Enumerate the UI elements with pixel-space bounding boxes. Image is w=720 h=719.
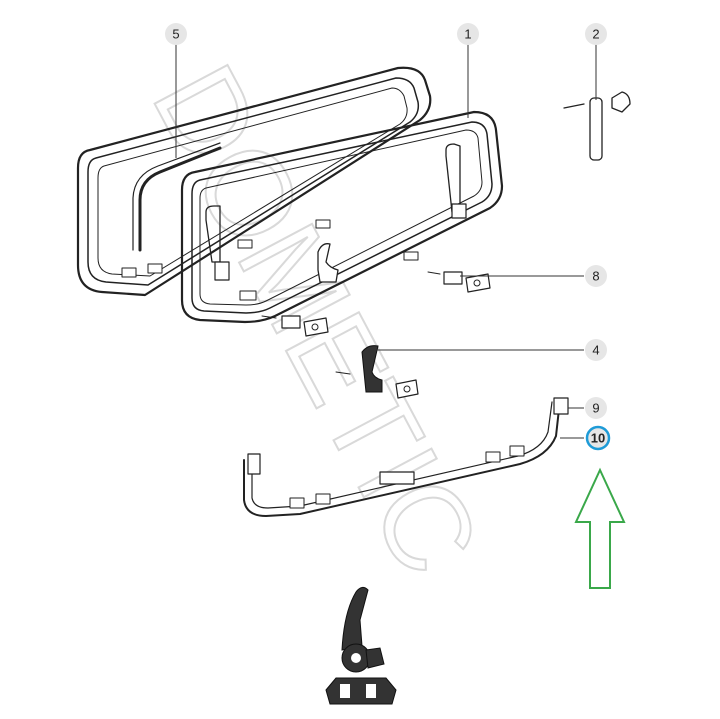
callout-4-label: 4 (592, 343, 599, 358)
callout-9-label: 9 (592, 401, 599, 416)
callout-8: 8 (585, 265, 607, 287)
callout-5-label: 5 (172, 27, 179, 42)
callout-4: 4 (585, 339, 607, 361)
callout-8-label: 8 (592, 269, 599, 284)
latch-detail (325, 586, 397, 705)
window-latch (335, 345, 419, 399)
callout-10: 10 (585, 425, 611, 451)
callout-2: 2 (585, 23, 607, 45)
highlight-arrow (574, 467, 626, 589)
inner-window-frame (180, 110, 504, 324)
callout-1: 1 (457, 23, 479, 45)
callout-10-label: 10 (591, 431, 605, 446)
outer-window-frame (76, 66, 432, 297)
callout-2-label: 2 (592, 27, 599, 42)
bottom-seal-rail (243, 397, 569, 517)
leader-lines (175, 44, 597, 439)
callout-9: 9 (585, 397, 607, 419)
window-strut (563, 91, 631, 161)
callout-5: 5 (165, 23, 187, 45)
hinge-bracket-set (261, 271, 491, 337)
callout-1-label: 1 (464, 27, 471, 42)
